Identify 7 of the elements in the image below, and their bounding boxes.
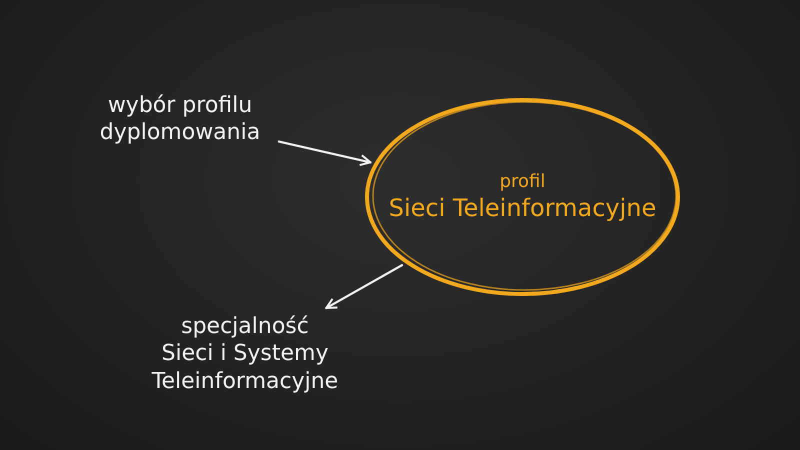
annotation-text: Sieci i Systemy Teleinformacyjne xyxy=(150,340,340,396)
ellipse-label: Sieci Teleinformacyjne xyxy=(388,193,656,224)
arrow xyxy=(325,264,404,310)
annotation-text: wybór profilu dyplomowania xyxy=(98,92,262,146)
annotation-text: specjalność xyxy=(181,312,309,340)
arrow xyxy=(278,140,372,166)
ellipse-heading: profil xyxy=(500,170,546,194)
